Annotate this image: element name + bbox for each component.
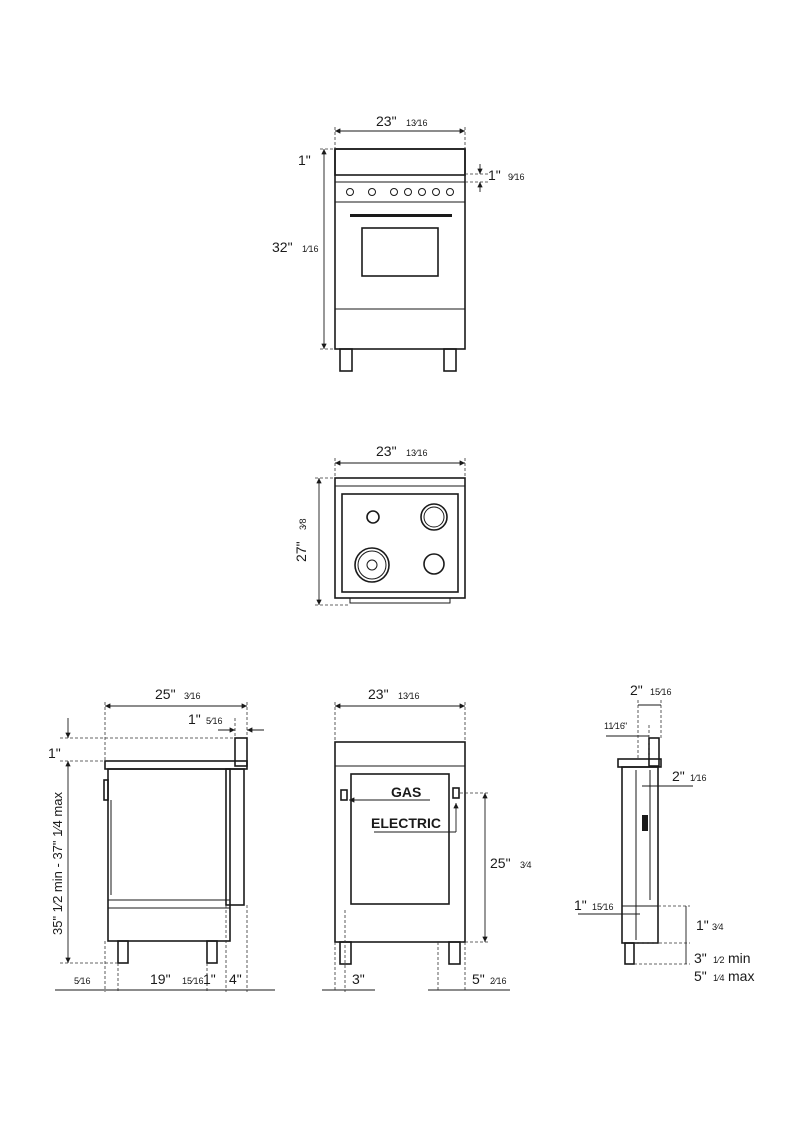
clearance-leg-max-main: 5" xyxy=(694,968,707,984)
clearance-inner-suffix: " xyxy=(624,721,627,731)
connection-width-main: 23" xyxy=(368,686,389,702)
side-bottom-b-main: 19" xyxy=(150,971,171,987)
front-width-main: 23" xyxy=(376,113,397,129)
side-knob xyxy=(103,779,109,801)
clearance-right-frac: 1⁄16 xyxy=(690,773,707,783)
clearance-top-frac: 15⁄16 xyxy=(650,687,672,697)
front-view: 23" 13⁄16 1" 32" 1⁄16 1" 9⁄16 xyxy=(272,113,525,372)
front-knobs xyxy=(346,188,454,196)
front-right-foot xyxy=(443,348,457,372)
clearance-foot-frac: 3⁄4 xyxy=(712,922,724,932)
clearance-view: 2" 15⁄16 11⁄16 " 2" 1⁄16 1" 15⁄16 1" 3⁄4… xyxy=(574,682,754,984)
cooktop-surface xyxy=(341,493,459,593)
top-knob-strip xyxy=(349,597,451,604)
connection-cutout xyxy=(350,773,450,905)
top-body xyxy=(334,477,466,599)
clearance-leg-max-frac: 1⁄4 xyxy=(713,973,725,983)
side-bottom-d: 4" xyxy=(229,971,242,987)
clearance-terminal xyxy=(642,815,648,831)
connection-right-foot xyxy=(448,941,461,965)
electric-label: ELECTRIC xyxy=(371,815,441,831)
front-body xyxy=(334,148,466,350)
clearance-backguard xyxy=(648,737,660,767)
front-height-main: 32" xyxy=(272,239,293,255)
top-width-frac: 13⁄16 xyxy=(406,448,428,458)
front-top-dim: 1" xyxy=(298,152,311,168)
clearance-body xyxy=(621,766,659,944)
side-height-max: 37" 1⁄4 max xyxy=(50,792,65,860)
burner-large-front xyxy=(354,547,390,583)
clearance-top-main: 2" xyxy=(630,682,643,698)
side-height-min: 35" 1⁄2 min xyxy=(50,871,65,935)
clearance-leg-min-suffix: min xyxy=(728,950,751,966)
clearance-lower-frac: 15⁄16 xyxy=(592,902,614,912)
side-height-text: 35" 1⁄2 min - 37" 1⁄4 max xyxy=(50,792,65,935)
connection-height-frac: 3⁄4 xyxy=(520,860,532,870)
gas-connector xyxy=(340,789,348,801)
clearance-inner-main: 11⁄16 xyxy=(604,721,625,731)
connection-view: 23" 13⁄16 GAS ELECTRIC 25" 3⁄4 3" 5" 2⁄1… xyxy=(322,686,532,992)
clearance-leg-min-main: 3" xyxy=(694,950,707,966)
connection-right-main: 5" xyxy=(472,971,485,987)
side-bottom-c: 1" xyxy=(203,971,216,987)
clearance-leg-min-frac: 1⁄2 xyxy=(713,955,725,965)
front-width-frac: 13⁄16 xyxy=(406,118,428,128)
front-oven-window xyxy=(361,227,439,277)
connection-right-frac: 2⁄16 xyxy=(490,976,507,986)
top-view: 23" 13⁄16 27" 3⁄8 xyxy=(293,443,466,606)
side-rear-foot xyxy=(206,940,218,964)
side-backguard-frac: 5⁄16 xyxy=(206,716,223,726)
burner-large-rear xyxy=(420,503,448,531)
top-width-main: 23" xyxy=(376,443,397,459)
gas-label: GAS xyxy=(391,784,421,800)
front-backguard-main: 1" xyxy=(488,167,501,183)
connection-width-frac: 13⁄16 xyxy=(398,691,420,701)
clearance-right-main: 2" xyxy=(672,768,685,784)
side-front-foot xyxy=(117,940,129,964)
electric-connector xyxy=(452,787,460,799)
burner-small-rear xyxy=(366,510,380,524)
side-body xyxy=(107,768,231,942)
front-left-foot xyxy=(339,348,353,372)
side-bottom-a: 5⁄16 xyxy=(74,976,91,986)
front-backguard-frac: 9⁄16 xyxy=(508,172,525,182)
side-backguard xyxy=(234,737,248,767)
connection-height-main: 25" xyxy=(490,855,511,871)
side-view: 25" 3⁄16 1" 5⁄16 1" 35" 1⁄2 min - 37" 1⁄… xyxy=(48,686,275,992)
connection-left-foot xyxy=(339,941,352,965)
front-height-frac: 1⁄16 xyxy=(302,244,319,254)
front-oven-handle xyxy=(350,214,452,217)
side-depth-main: 25" xyxy=(155,686,176,702)
top-depth-main: 27" xyxy=(293,541,309,562)
clearance-foot-main: 1" xyxy=(696,917,709,933)
side-top-dim: 1" xyxy=(48,745,61,761)
clearance-leg-max-suffix: max xyxy=(728,968,754,984)
front-backguard xyxy=(334,148,466,176)
burner-medium-front xyxy=(423,553,445,575)
clearance-lower-main: 1" xyxy=(574,897,587,913)
side-top xyxy=(104,760,248,770)
side-backguard-main: 1" xyxy=(188,711,201,727)
connection-body xyxy=(334,741,466,943)
side-depth-frac: 3⁄16 xyxy=(184,691,201,701)
connection-left-dim: 3" xyxy=(352,971,365,987)
clearance-foot xyxy=(624,942,635,965)
side-height-sep: - xyxy=(50,860,65,872)
side-bottom-b-frac: 15⁄16 xyxy=(182,976,204,986)
side-back-panel xyxy=(225,768,245,906)
top-depth-frac: 3⁄8 xyxy=(298,518,308,530)
